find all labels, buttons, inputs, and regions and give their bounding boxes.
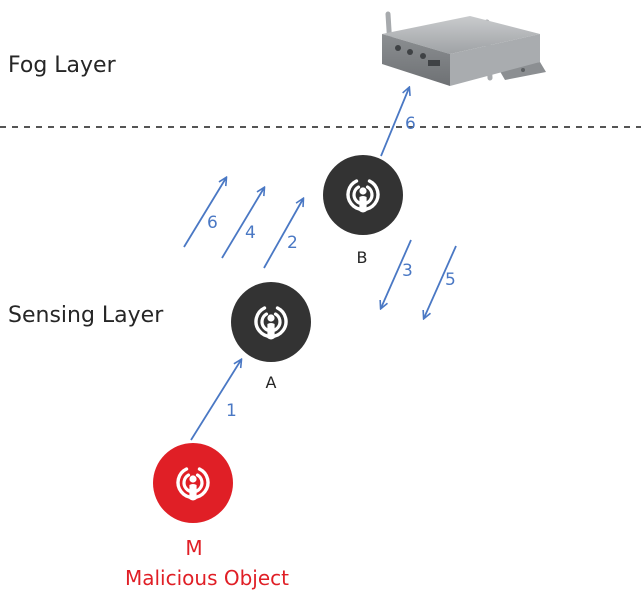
arrow-m-to-a [190, 360, 241, 441]
step-label-3: 3 [402, 261, 413, 281]
step-label-1: 1 [226, 401, 237, 421]
arrow-left-up-6 [183, 178, 226, 248]
arrow-a-to-b [263, 199, 303, 269]
node-b [323, 155, 403, 235]
malicious-object-caption: Malicious Object [125, 566, 289, 590]
step-label-2: 2 [287, 233, 298, 253]
step-label-4: 4 [245, 223, 256, 243]
node-m-malicious [153, 443, 233, 523]
node-m-label: M [185, 536, 202, 560]
step-label-6-left: 6 [207, 213, 218, 233]
node-b-label: B [357, 248, 368, 267]
node-a-label: A [266, 373, 277, 392]
fog-gateway-device-icon [382, 11, 546, 86]
step-label-6-fog: 6 [405, 114, 416, 134]
arrow-left-up-4 [221, 188, 264, 259]
step-label-5: 5 [445, 270, 456, 290]
arrow-b-down-3 [381, 239, 412, 308]
sensing-layer-label: Sensing Layer [8, 303, 164, 328]
arrow-b-down-5 [424, 245, 457, 318]
fog-layer-label: Fog Layer [8, 53, 117, 78]
arrow-b-to-fog [380, 88, 409, 157]
node-a [231, 282, 311, 362]
